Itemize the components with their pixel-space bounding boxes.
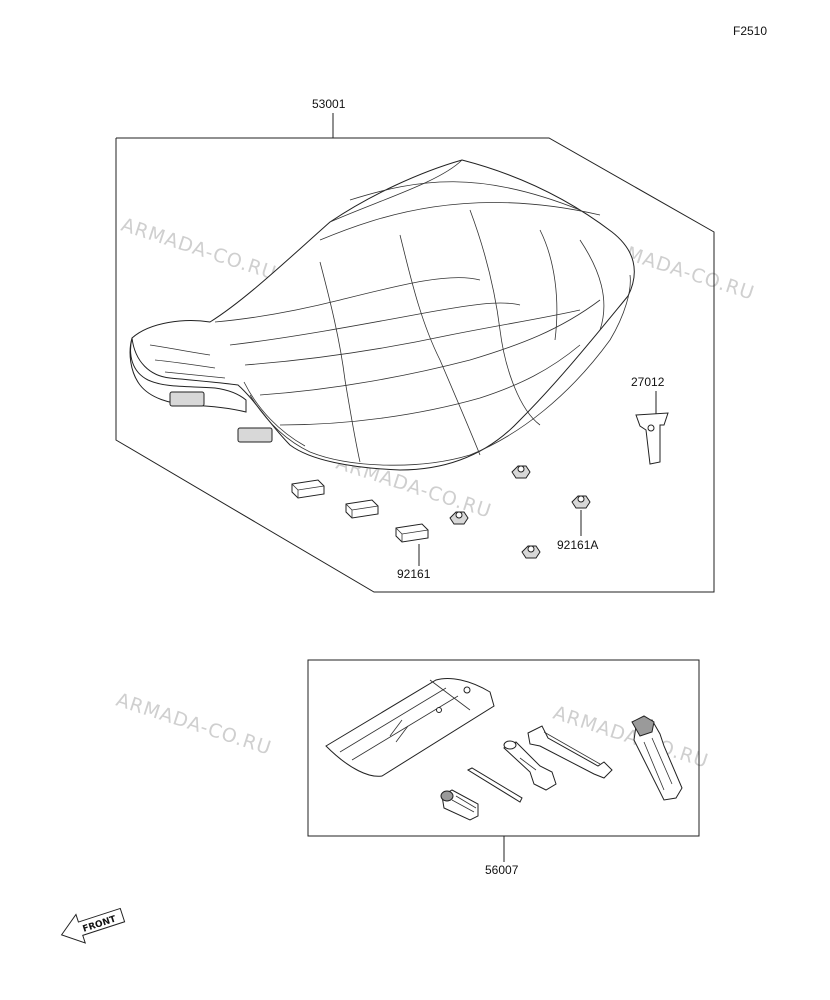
- part-label-27012: 27012: [631, 375, 665, 389]
- watermark-text: ARMADA-CO.RU: [118, 214, 279, 285]
- handle-tool-icon: [631, 715, 683, 801]
- tool-kit-group: 56007: [307, 659, 700, 877]
- figure-code: F2510: [733, 24, 767, 38]
- screwdriver-handle-icon: [440, 789, 479, 821]
- seat-hook: [237, 427, 273, 443]
- seat-icon: [129, 159, 635, 471]
- grommet-icon: [571, 495, 591, 509]
- damper-92161: 92161: [291, 479, 431, 581]
- seat-assembly-group: 53001: [115, 97, 715, 593]
- front-arrow: FRONT: [60, 907, 126, 944]
- socket-wrench-icon: [503, 740, 557, 791]
- watermark-text: ARMADA-CO.RU: [113, 689, 274, 760]
- wrench-icon: [527, 725, 613, 779]
- tool-bag-icon: [325, 678, 495, 777]
- seat-base: [129, 337, 247, 413]
- damper-icon: [395, 523, 429, 543]
- damper-icon: [291, 479, 325, 499]
- seat-cushion: [131, 159, 635, 471]
- grommets-92161a: 92161A: [449, 465, 598, 559]
- part-label-56007: 56007: [485, 863, 519, 877]
- arrow-icon: [60, 907, 126, 944]
- grommet-icon: [511, 465, 531, 479]
- damper-icon: [345, 499, 379, 519]
- seat-hook: [169, 391, 205, 407]
- part-label-92161a: 92161A: [557, 538, 598, 552]
- bracket-27012: 27012: [631, 375, 669, 465]
- group-outline: [115, 137, 715, 593]
- part-label-92161: 92161: [397, 567, 431, 581]
- grommet-icon: [449, 511, 469, 525]
- part-label-53001: 53001: [312, 97, 346, 111]
- grommet-icon: [521, 545, 541, 559]
- screwdriver-icon: [466, 767, 523, 803]
- bracket-icon: [635, 412, 669, 465]
